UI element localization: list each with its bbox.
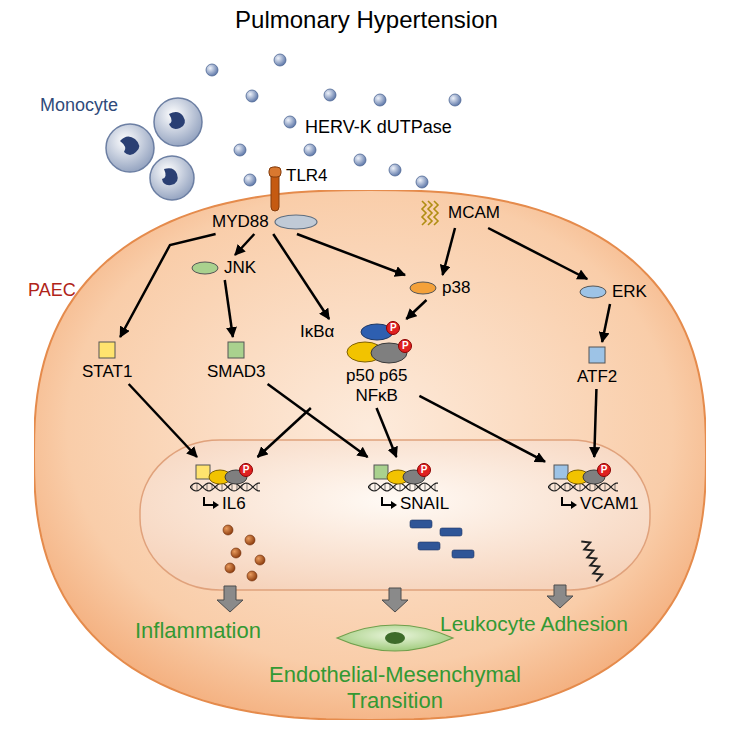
transcription-arrow [560,497,578,511]
signal-arrow [602,304,610,342]
factor-node: ATF2 [577,345,617,387]
outcome-label: Leukocyte Adhesion [440,612,628,636]
gene-node: VCAM1 [548,460,639,514]
gene-node: SNAIL [368,460,449,514]
signal-arrow [273,234,329,319]
kinase-node: JNK [190,258,256,278]
molecule-icon [97,340,117,360]
factor-node: SMAD3 [207,340,266,382]
signal-arrow [258,408,311,457]
node-label: p50 p65 [310,366,407,386]
signal-arrow [235,234,254,255]
node-label: ERK [612,282,647,302]
node-label: STAT1 [82,362,132,382]
signal-arrow [129,384,197,457]
cell-label: Monocyte [40,95,118,116]
block-arrows [217,585,573,612]
outcome-label: Inflammation [135,618,261,644]
node-label: SNAIL [400,494,449,514]
receptor-node: MCAM [418,200,500,226]
node-label: p38 [442,278,470,298]
molecule-icon [418,200,444,226]
cytokine-particles [223,525,265,581]
kinase-node: p38 [408,278,470,298]
vcam1-receptor [581,541,602,581]
node-label: MYD88 [212,212,269,232]
kinase-node: ERK [578,282,647,302]
adaptor-node: MYD88 [212,212,319,232]
title: Pulmonary Hypertension [0,6,733,34]
node-label: IL6 [222,494,246,514]
signal-arrow [225,280,233,337]
monocyte-cells [106,98,202,200]
molecule-icon [268,166,282,212]
signal-arrow [594,389,596,457]
molecule-icon [190,260,220,276]
cell-outline [34,190,706,720]
node-label: MCAM [448,203,500,223]
node-label: ATF2 [577,367,617,387]
cell-region: PAECMYD88JNKp38ERKSTAT1SMAD3IκBαp50 p65N… [34,190,706,720]
molecule-icon [408,280,438,296]
molecule-icon [273,213,319,231]
signal-arrow [120,234,215,337]
phospho-mark: P [239,463,253,477]
node-label: TLR4 [286,166,328,186]
signal-arrow [488,228,587,279]
phospho-mark: P [597,463,611,477]
node-label: VCAM1 [580,494,639,514]
mesenchymal-cell [337,625,453,651]
phospho-mark: P [417,463,431,477]
node-label: NFκB [319,386,398,406]
dutpase-particles [206,54,461,188]
snail-protein [410,520,474,558]
transcription-arrow [202,497,220,511]
molecule-icon [226,340,246,360]
signal-arrow [297,234,405,275]
receptor-node: TLR4 [268,166,328,212]
node-label: SMAD3 [207,362,266,382]
molecule-icon [578,284,608,300]
signal-arrow [419,396,545,462]
nucleus [140,440,650,590]
signal-arrow [377,408,397,457]
molecule-icon [587,345,607,365]
node-label: IκBα [300,322,334,342]
transcription-arrow [380,497,398,511]
outcome-label: Endothelial-Mesenchymal Transition [250,662,540,714]
signal-arrow [443,228,455,275]
node-label: PAEC [28,280,76,300]
signal-arrow [268,384,368,457]
node-label: JNK [224,258,256,278]
cell-membrane [34,190,706,720]
molecule-label: HERV-K dUTPase [305,117,452,138]
factor-node: STAT1 [82,340,132,382]
complex-node: IκBα p50 p65NFκB [300,322,417,406]
signal-arrow [406,300,426,319]
